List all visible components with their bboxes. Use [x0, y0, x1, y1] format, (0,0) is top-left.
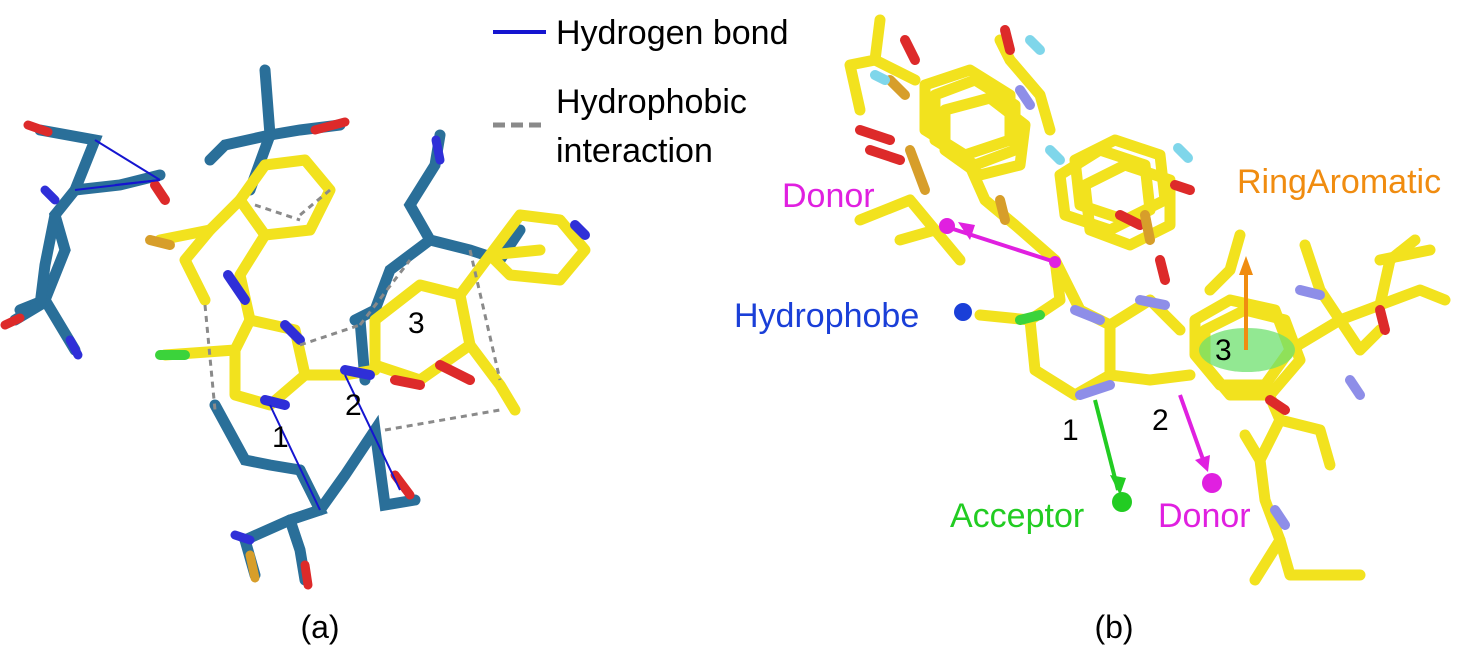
panel-b-caption: (b) [1094, 609, 1133, 645]
panel-b-ring-label-3: 3 [1215, 334, 1232, 367]
donor-top-sphere [939, 218, 955, 234]
feature-label-ring-aromatic: RingAromatic [1237, 163, 1441, 201]
donor-origin-sphere [1049, 256, 1061, 268]
overlaid-heteroatoms [855, 25, 1390, 530]
protein-nitrogen-tips [40, 135, 445, 545]
legend-hydrophobic-label-line2: interaction [556, 132, 713, 170]
donor-bottom-arrowhead [1195, 455, 1210, 472]
panel-a-caption: (a) [300, 609, 339, 645]
panel-a-ring-label-3: 3 [408, 307, 425, 340]
panel-b-ring-label-2: 2 [1152, 404, 1169, 437]
feature-label-hydrophobe: Hydrophobe [734, 297, 919, 335]
protein-sulfur-tip [245, 550, 260, 583]
panel-a-ring-label-2: 2 [345, 389, 362, 422]
legend-hydrophobic-label-line1: Hydrophobic [556, 83, 747, 121]
acceptor-arrowhead [1110, 475, 1126, 495]
panel-b: Donor RingAromatic Hydrophobe Acceptor D… [734, 14, 1451, 645]
ring-aromatic-arrowhead [1239, 256, 1253, 275]
donor-bottom-sphere [1202, 473, 1222, 493]
feature-label-donor-top: Donor [782, 177, 875, 215]
ligand-heteroatoms [145, 180, 590, 410]
feature-label-acceptor: Acceptor [950, 497, 1084, 535]
legend: Hydrogen bond Hydrophobic interaction [493, 14, 789, 170]
hydrogen-bond-lines [74, 139, 401, 511]
hydrophobe-sphere [954, 303, 972, 321]
legend-hbond-label: Hydrogen bond [556, 14, 789, 52]
overlaid-ligand-sticks [844, 14, 1451, 586]
panel-a: 1 2 3 (a) [0, 64, 591, 645]
donor-top-arrowhead [958, 222, 975, 240]
hydrophobic-lines [203, 188, 502, 432]
panel-b-ring-label-1: 1 [1062, 414, 1079, 447]
feature-label-donor-bottom: Donor [1158, 497, 1251, 535]
acceptor-sphere [1112, 492, 1132, 512]
protein-oxygen-tips [0, 117, 415, 590]
panel-a-ring-label-1: 1 [272, 421, 289, 454]
